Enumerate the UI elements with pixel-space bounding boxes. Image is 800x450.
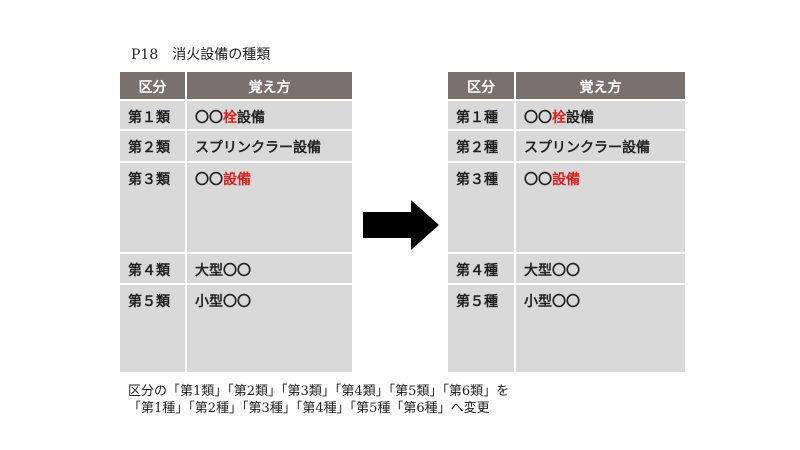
category-cell: 第１種 xyxy=(448,101,514,129)
mnemonic-cell: 〇〇設備 xyxy=(516,163,685,252)
mnemonic-text: 大型〇〇 xyxy=(524,263,580,279)
mnemonic-text: 〇〇 xyxy=(195,110,223,126)
mnemonic-cell: 〇〇栓設備 xyxy=(187,101,352,129)
mnemonic-text: 〇〇 xyxy=(524,110,552,126)
right-arrow-icon xyxy=(363,200,439,250)
table-row: 第５類小型〇〇 xyxy=(120,285,352,372)
table-row: 第１種〇〇栓設備 xyxy=(448,101,685,129)
table-row: 第３類〇〇設備 xyxy=(120,163,352,252)
mnemonic-text: 〇〇 xyxy=(195,172,223,188)
category-cell: 第５類 xyxy=(120,285,185,372)
mnemonic-cell: 大型〇〇 xyxy=(516,254,685,283)
change-note: 区分の「第1類」「第2類」「第3類」「第4類」「第5類」「第6類」を 「第1種」… xyxy=(128,383,509,417)
page-title: P18 消火設備の種類 xyxy=(131,47,271,63)
category-cell: 第３種 xyxy=(448,163,514,252)
mnemonic-cell: 大型〇〇 xyxy=(187,254,352,283)
mnemonic-suffix: 設備 xyxy=(566,110,594,126)
note-line-1: 区分の「第1類」「第2類」「第3類」「第4類」「第5類」「第6類」を xyxy=(128,384,510,399)
mnemonic-highlight: 設備 xyxy=(552,172,580,188)
table-header: 区分覚え方 xyxy=(120,72,352,99)
note-line-2: 「第1種」「第2種」「第3種」「第4種」「第5種「第6種」へ変更 xyxy=(128,401,490,416)
mnemonic-cell: 〇〇設備 xyxy=(187,163,352,252)
mnemonic-text: スプリンクラー設備 xyxy=(195,140,321,156)
table-row: 第５種小型〇〇 xyxy=(448,285,685,372)
mnemonic-cell: 小型〇〇 xyxy=(516,285,685,372)
category-cell: 第３類 xyxy=(120,163,185,252)
mnemonic-cell: 〇〇栓設備 xyxy=(516,101,685,129)
mnemonic-text: 小型〇〇 xyxy=(524,294,580,310)
mnemonic-text: 小型〇〇 xyxy=(195,294,251,310)
old-classification-table: 区分覚え方第１類〇〇栓設備第２類スプリンクラー設備第３類〇〇設備第４類大型〇〇第… xyxy=(120,72,352,374)
mnemonic-cell: 小型〇〇 xyxy=(187,285,352,372)
mnemonic-highlight: 栓 xyxy=(552,110,566,126)
table-row: 第２種スプリンクラー設備 xyxy=(448,131,685,161)
category-cell: 第２類 xyxy=(120,131,185,161)
mnemonic-text: 〇〇 xyxy=(524,172,552,188)
mnemonic-cell: スプリンクラー設備 xyxy=(516,131,685,161)
mnemonic-text: スプリンクラー設備 xyxy=(524,140,650,156)
header-mnemonic: 覚え方 xyxy=(187,72,352,99)
table-row: 第４種大型〇〇 xyxy=(448,254,685,283)
mnemonic-highlight: 栓 xyxy=(223,110,237,126)
category-cell: 第４種 xyxy=(448,254,514,283)
mnemonic-suffix: 設備 xyxy=(237,110,265,126)
header-category: 区分 xyxy=(120,72,185,99)
table-row: 第１類〇〇栓設備 xyxy=(120,101,352,129)
category-cell: 第４類 xyxy=(120,254,185,283)
new-classification-table: 区分覚え方第１種〇〇栓設備第２種スプリンクラー設備第３種〇〇設備第４種大型〇〇第… xyxy=(448,72,685,374)
mnemonic-cell: スプリンクラー設備 xyxy=(187,131,352,161)
table-row: 第４類大型〇〇 xyxy=(120,254,352,283)
header-category: 区分 xyxy=(448,72,514,99)
mnemonic-highlight: 設備 xyxy=(223,172,251,188)
header-mnemonic: 覚え方 xyxy=(516,72,685,99)
table-header: 区分覚え方 xyxy=(448,72,685,99)
table-row: 第３種〇〇設備 xyxy=(448,163,685,252)
mnemonic-text: 大型〇〇 xyxy=(195,263,251,279)
table-row: 第２類スプリンクラー設備 xyxy=(120,131,352,161)
category-cell: 第２種 xyxy=(448,131,514,161)
category-cell: 第５種 xyxy=(448,285,514,372)
category-cell: 第１類 xyxy=(120,101,185,129)
